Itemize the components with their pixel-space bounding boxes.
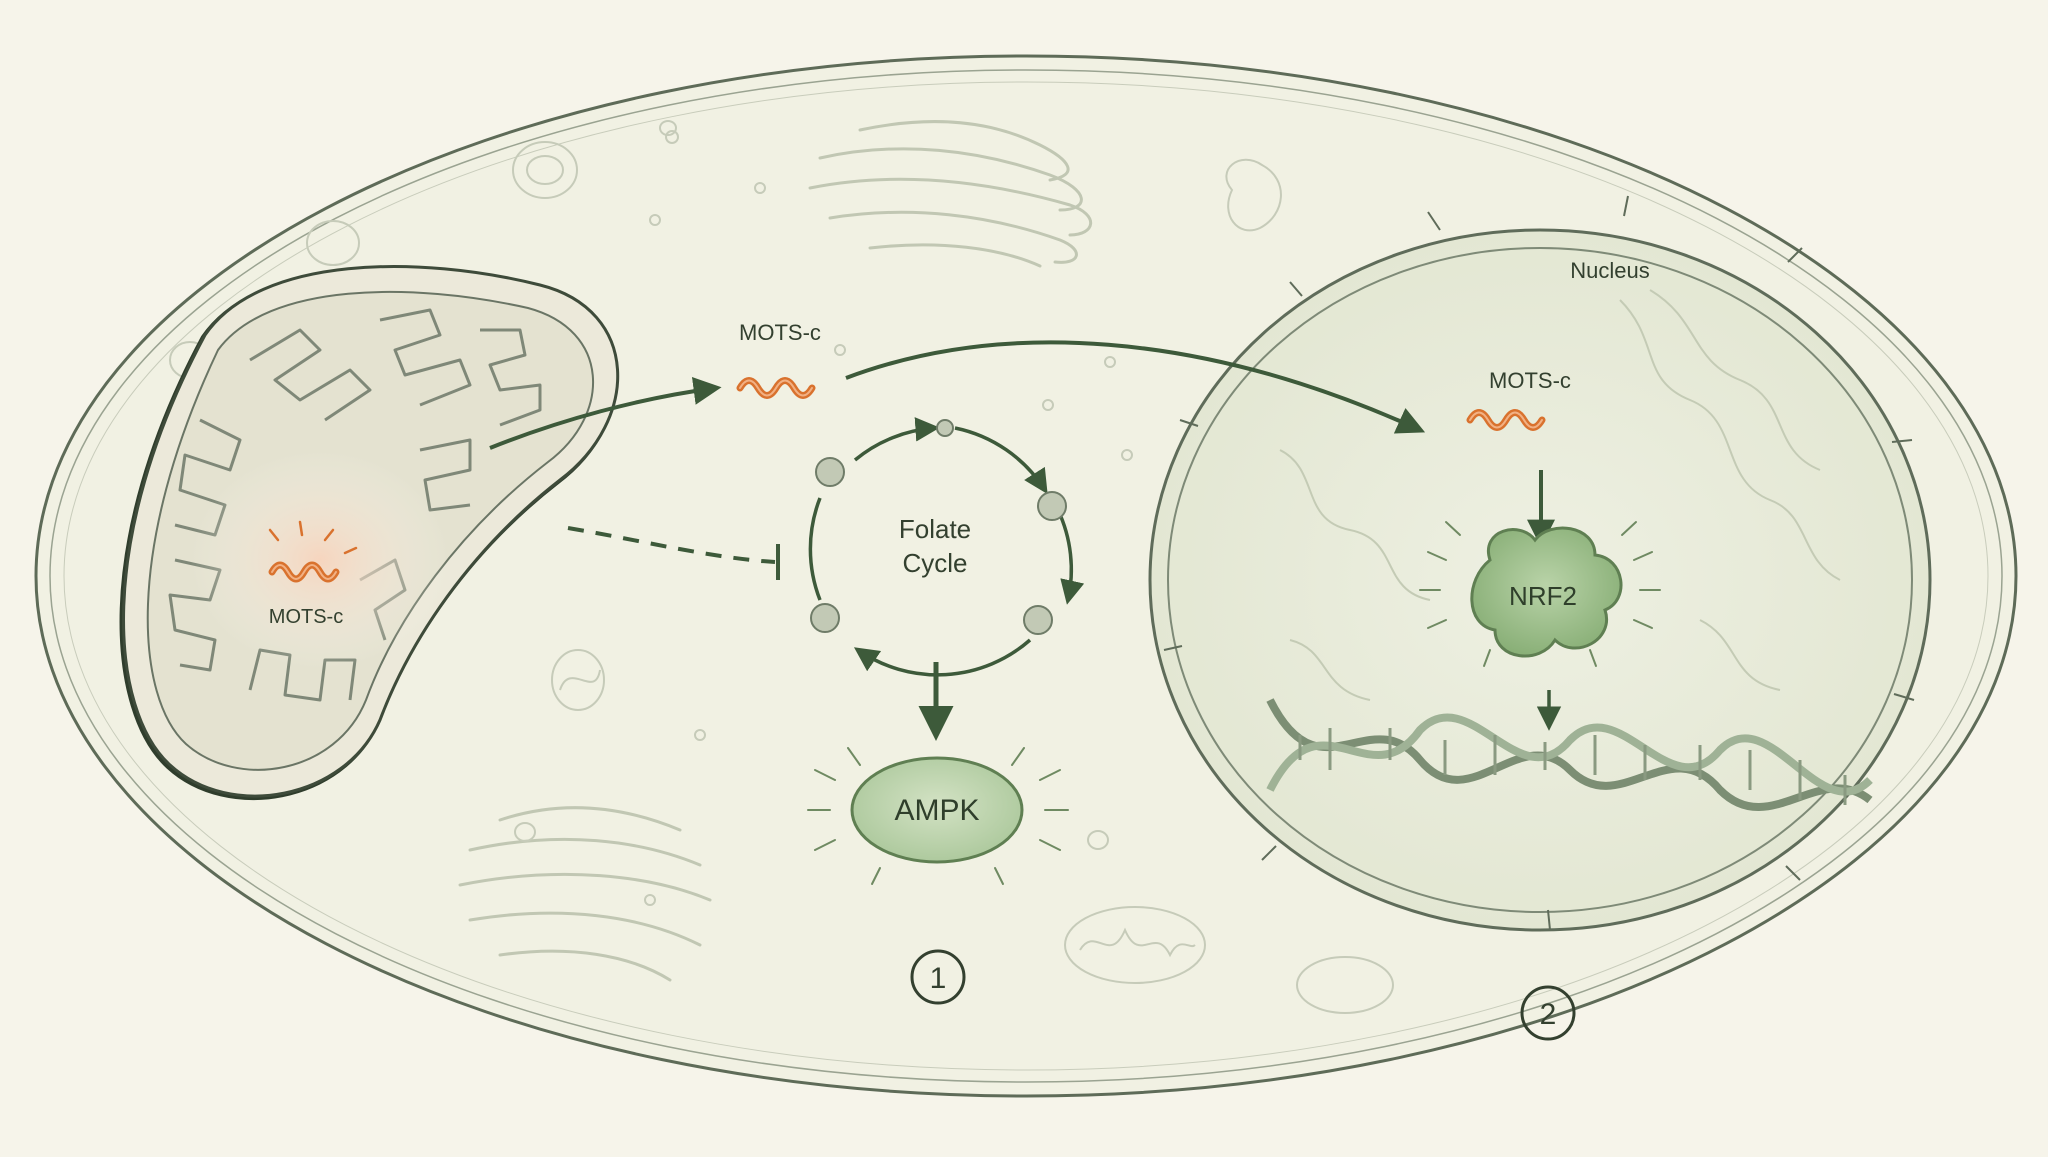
mito-mots-label: MOTS-c	[269, 606, 343, 628]
mitochondrion: MOTS-c	[119, 265, 620, 800]
folate-node	[810, 603, 840, 633]
nrf2-label: NRF2	[1509, 581, 1577, 611]
folate-node	[1037, 491, 1067, 521]
dna-base-pairs	[1298, 728, 1847, 805]
folate-label-line2: Cycle	[902, 548, 967, 578]
step1-label: 1	[930, 962, 947, 995]
nuclear-translocation-arrow	[845, 340, 1426, 434]
step2-label: 2	[1540, 998, 1557, 1031]
folate-node	[1023, 605, 1053, 635]
golgi-apparatus-top	[808, 120, 1093, 268]
ampk-label: AMPK	[894, 794, 979, 827]
folate-cycle: Folate Cycle	[808, 417, 1085, 677]
small-organelles	[169, 120, 1394, 1014]
ampk-node: AMPK	[807, 747, 1069, 885]
mito-export-arrow	[489, 377, 722, 450]
ampk-glow-rays	[807, 747, 1069, 885]
folate-node	[815, 457, 845, 487]
step-marker-2: 2	[1520, 985, 1576, 1041]
folate-node	[936, 419, 954, 437]
nrf2-glow-rays	[1419, 521, 1661, 667]
cyto-mots-label: MOTS-c	[739, 320, 821, 345]
nucleus-label: Nucleus	[1570, 258, 1649, 283]
mito-peptide-rays	[268, 520, 358, 555]
chromatin	[1279, 289, 1841, 701]
nuclear-pores	[1163, 195, 1915, 931]
nuc-mots-label: MOTS-c	[1489, 368, 1571, 393]
mito-glow	[190, 450, 450, 670]
nucleus: Nucleus MOTS-c NRF2	[1148, 195, 1932, 932]
inhibition-arrow	[567, 526, 780, 580]
folate-label-line1: Folate	[899, 514, 971, 544]
step-marker-1: 1	[910, 949, 966, 1005]
dna-double-helix	[1266, 698, 1873, 812]
nrf2-protein	[1470, 526, 1623, 658]
golgi-apparatus-bottom	[458, 806, 712, 982]
